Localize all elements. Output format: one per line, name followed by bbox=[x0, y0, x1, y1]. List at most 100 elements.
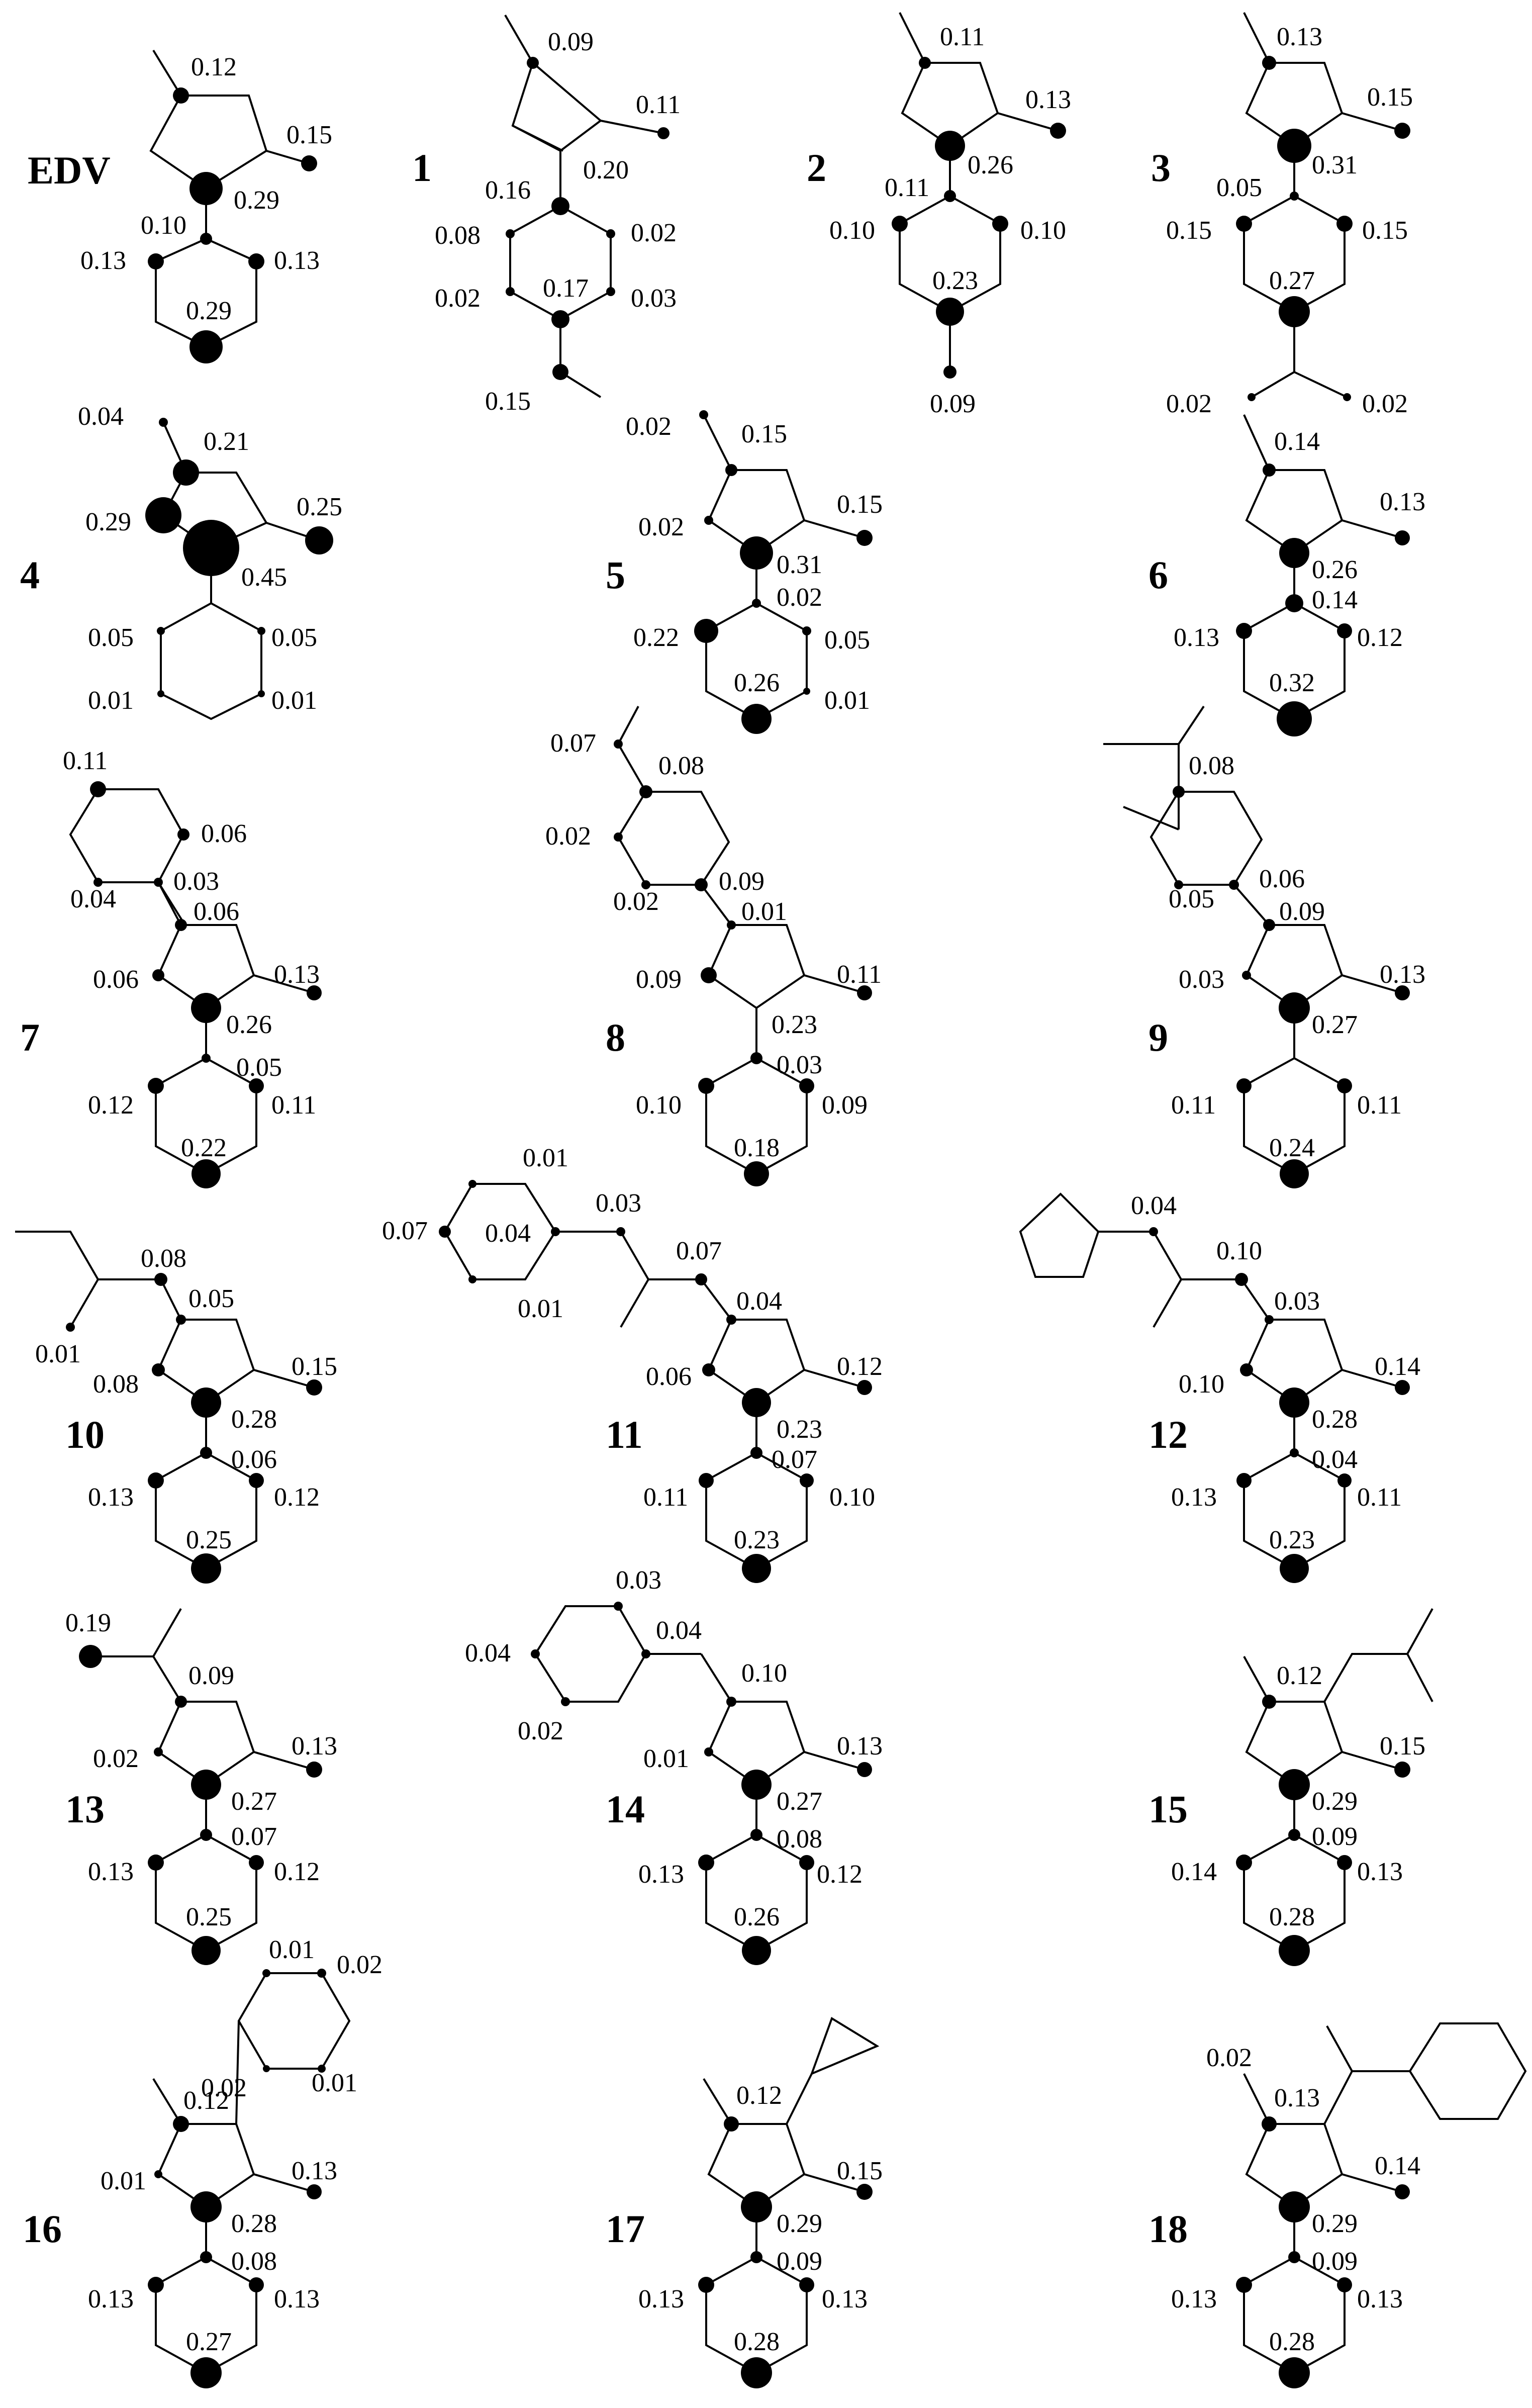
atom-dot bbox=[641, 1649, 650, 1658]
atom-dot bbox=[1280, 1159, 1309, 1188]
atom-dot bbox=[1285, 594, 1303, 612]
spin-density-value: 0.15 bbox=[741, 420, 787, 448]
spin-density-value: 0.11 bbox=[643, 1483, 688, 1512]
atom-dot bbox=[561, 1697, 570, 1706]
atom-dot bbox=[1290, 192, 1299, 201]
spin-density-value: 0.15 bbox=[1166, 216, 1212, 245]
atom-dot bbox=[1337, 1855, 1352, 1870]
spin-density-value: 0.15 bbox=[286, 121, 332, 149]
atom-dot bbox=[318, 2065, 326, 2073]
atom-dot bbox=[1337, 623, 1352, 638]
spin-density-value: 0.31 bbox=[1312, 151, 1358, 179]
atom-dot bbox=[742, 1936, 771, 1965]
atom-dot bbox=[79, 1645, 102, 1668]
spin-density-value: 0.13 bbox=[822, 2285, 868, 2313]
pentagon-ring bbox=[512, 62, 603, 152]
bond bbox=[1123, 806, 1179, 830]
atom-dot bbox=[1395, 985, 1410, 1000]
compound-label: 7 bbox=[20, 1015, 40, 1059]
atom-dot bbox=[1262, 56, 1276, 70]
hexagon-ring bbox=[155, 1833, 257, 1952]
atom-dot bbox=[301, 155, 317, 171]
methyl-bond bbox=[1178, 705, 1205, 745]
atom-dot bbox=[699, 410, 708, 419]
atom-dot bbox=[1236, 1855, 1252, 1871]
methyl-bond bbox=[804, 974, 865, 994]
spin-density-value: 0.02 bbox=[93, 1744, 139, 1773]
spin-density-value: 0.13 bbox=[274, 960, 320, 989]
atom-dot bbox=[148, 253, 164, 269]
atom-dot bbox=[200, 2251, 212, 2263]
pentagon-ring bbox=[511, 62, 563, 152]
spin-density-value: 0.23 bbox=[772, 1010, 817, 1039]
atom-dot bbox=[66, 1323, 75, 1332]
spin-density-value: 0.14 bbox=[1274, 427, 1320, 456]
atom-dot bbox=[699, 1473, 714, 1488]
spin-density-value: 0.23 bbox=[777, 1415, 822, 1444]
spin-density-value: 0.10 bbox=[1216, 1237, 1262, 1265]
spin-density-value: 0.12 bbox=[736, 2081, 782, 2110]
spin-density-value: 0.04 bbox=[70, 885, 116, 913]
atom-dot bbox=[90, 781, 106, 797]
spin-density-value: 0.02 bbox=[1206, 2044, 1252, 2072]
cyclopropyl-ring bbox=[810, 2017, 880, 2076]
atom-dot bbox=[741, 2357, 772, 2388]
spin-density-value: 0.11 bbox=[271, 1091, 316, 1120]
hexagon-ring bbox=[237, 1972, 351, 2070]
spin-density-value: 0.10 bbox=[741, 1659, 787, 1688]
methyl-bond bbox=[620, 1278, 649, 1328]
compound-label: 4 bbox=[20, 553, 40, 597]
spin-density-value: 0.12 bbox=[1357, 623, 1403, 652]
methyl-bond bbox=[703, 2078, 732, 2125]
pentagon-ring bbox=[1245, 469, 1344, 554]
atom-dot bbox=[551, 1227, 560, 1236]
atom-dot bbox=[200, 233, 212, 245]
spin-density-value: 0.10 bbox=[636, 1091, 682, 1120]
spin-density-value: 0.14 bbox=[1171, 1858, 1217, 1886]
compound-label: 12 bbox=[1148, 1413, 1188, 1456]
spin-density-value: 0.21 bbox=[204, 427, 249, 456]
spin-density-value: 0.11 bbox=[1171, 1091, 1216, 1120]
atom-dot bbox=[157, 690, 164, 697]
spin-density-value: 0.12 bbox=[817, 1860, 863, 1889]
spin-density-value: 0.07 bbox=[676, 1237, 722, 1265]
atom-dot bbox=[1262, 1695, 1276, 1709]
methyl-bond bbox=[1243, 2073, 1270, 2124]
atom-dot bbox=[695, 1273, 707, 1285]
atom-dot bbox=[190, 2357, 222, 2388]
spin-density-value: 0.13 bbox=[292, 1732, 337, 1761]
compound-label: 13 bbox=[65, 1787, 105, 1831]
atom-dot bbox=[892, 216, 908, 232]
atom-dot bbox=[1280, 1554, 1309, 1583]
methyl-bond bbox=[1243, 1656, 1270, 1702]
methyl-bond bbox=[1153, 1278, 1182, 1328]
spin-density-value: 0.07 bbox=[772, 1445, 817, 1474]
atom-dot bbox=[704, 1747, 713, 1756]
hexagon-ring bbox=[1150, 791, 1263, 886]
methyl-bond bbox=[1251, 371, 1295, 398]
methyl-bond bbox=[1294, 371, 1348, 398]
atom-dot bbox=[936, 298, 964, 326]
spin-density-value: 0.26 bbox=[734, 669, 780, 697]
spin-density-value: 0.29 bbox=[234, 186, 279, 215]
atom-dot bbox=[1279, 538, 1309, 568]
spin-density-value: 0.29 bbox=[85, 508, 131, 536]
spin-density-value: 0.09 bbox=[1312, 2247, 1358, 2276]
spin-density-value: 0.26 bbox=[226, 1010, 272, 1039]
atom-dot bbox=[552, 364, 568, 380]
spin-density-value: 0.06 bbox=[194, 897, 239, 926]
spin-density-value: 0.13 bbox=[1171, 1483, 1217, 1512]
spin-density-value: 0.16 bbox=[485, 176, 531, 205]
methyl-bond bbox=[253, 974, 315, 994]
atom-dot bbox=[1290, 1448, 1299, 1457]
atom-dot bbox=[154, 1747, 163, 1756]
spin-density-value: 0.13 bbox=[292, 2157, 337, 2185]
spin-density-value: 0.02 bbox=[337, 1951, 382, 1979]
atom-dot bbox=[606, 287, 615, 296]
alkyl-chain bbox=[1323, 1608, 1433, 1703]
spin-density-value: 0.02 bbox=[638, 513, 684, 541]
atom-dot bbox=[944, 190, 956, 202]
atom-dot bbox=[1236, 216, 1252, 232]
spin-density-value: 0.14 bbox=[1312, 586, 1358, 614]
pentagon-ring bbox=[157, 924, 255, 1009]
